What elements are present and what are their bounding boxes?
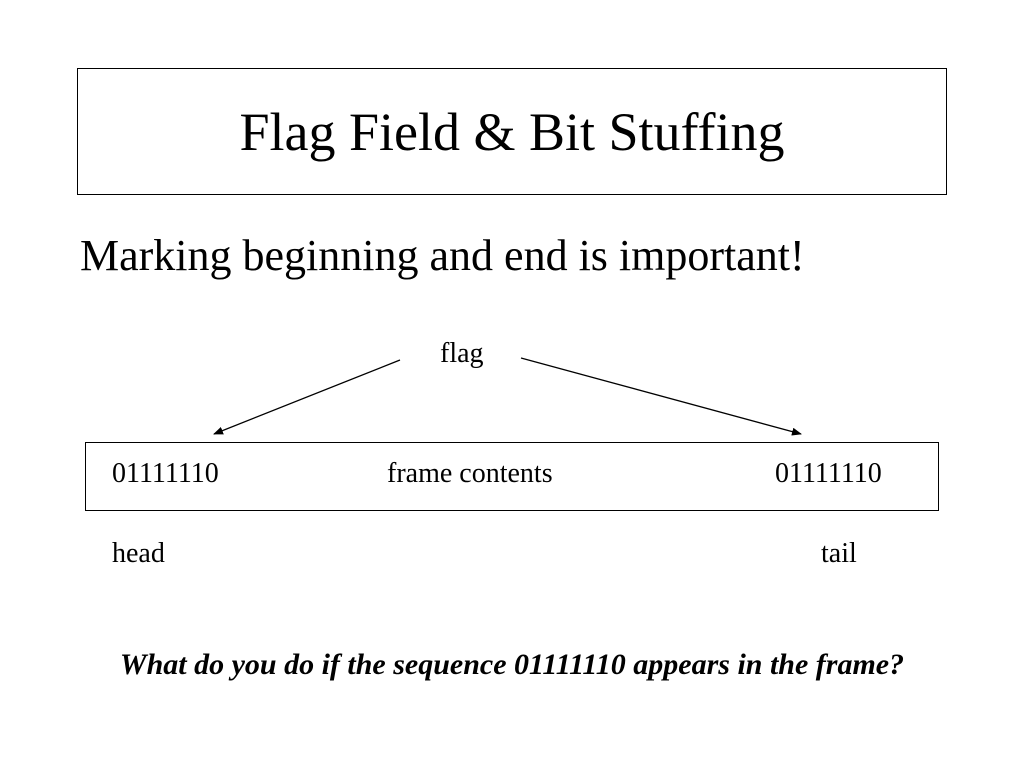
head-label: head: [112, 538, 165, 569]
title-box: Flag Field & Bit Stuffing: [77, 68, 947, 195]
frame-contents-label: frame contents: [387, 458, 553, 489]
frame-tail-flag-bits: 01111110: [775, 458, 882, 489]
flag-label: flag: [440, 338, 484, 369]
arrow-to-tail: [520, 357, 802, 436]
arrow-to-head: [213, 359, 401, 435]
frame-box: 01111110 frame contents 01111110: [85, 442, 939, 511]
slide-subtitle: Marking beginning and end is important!: [80, 231, 805, 280]
frame-head-flag-bits: 01111110: [112, 458, 219, 489]
question-text: What do you do if the sequence 01111110 …: [119, 648, 905, 681]
tail-label: tail: [821, 538, 857, 569]
slide-title: Flag Field & Bit Stuffing: [239, 101, 785, 162]
